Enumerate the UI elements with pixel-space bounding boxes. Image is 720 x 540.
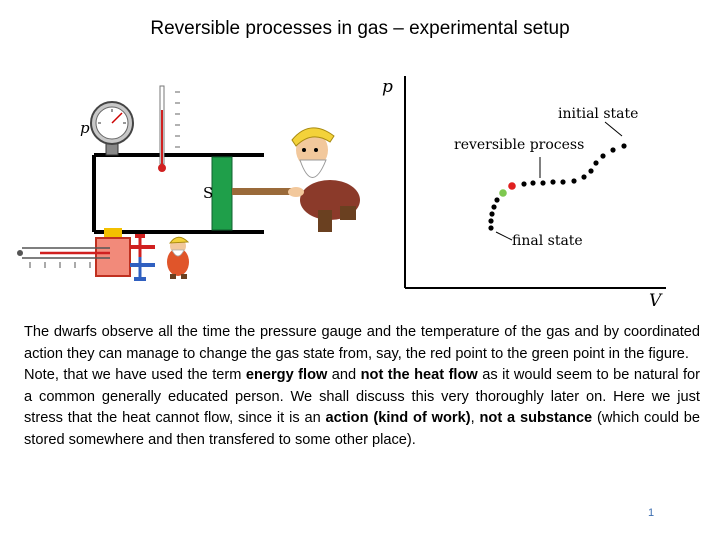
cold-valve-icon — [130, 257, 155, 281]
piston-label: S — [203, 184, 213, 202]
process-dot — [593, 160, 599, 166]
heat-reservoir — [95, 237, 131, 277]
v-axis-label: V — [649, 291, 663, 311]
paragraph-1: The dwarfs observe all the time the pres… — [24, 324, 700, 362]
process-dot — [571, 178, 577, 184]
pv-diagram: p V initial state reversible process fin… — [382, 76, 666, 311]
thermometer-horizontal-icon — [17, 247, 110, 268]
process-dot — [600, 153, 606, 159]
body-text: The dwarfs observe all the time the pres… — [24, 322, 700, 451]
process-dot — [550, 179, 556, 185]
red-point — [508, 182, 516, 190]
label-final-state: final state — [512, 233, 583, 249]
green-point — [499, 189, 507, 197]
term-action: action (kind of work) — [325, 410, 471, 426]
process-dot — [540, 180, 546, 186]
term-not-heat-flow: not the heat flow — [360, 367, 478, 383]
process-curve — [488, 143, 627, 231]
pressure-gauge-icon — [90, 101, 134, 156]
page-number: 1 — [648, 507, 655, 519]
arrow-final — [495, 231, 513, 241]
process-dot — [494, 197, 500, 203]
label-initial-state: initial state — [558, 106, 638, 122]
process-dot — [491, 204, 497, 210]
process-dot — [530, 180, 536, 186]
piston — [211, 156, 233, 231]
paragraph-2: Note, that we have used the term energy … — [24, 367, 701, 448]
slide-title: Reversible processes in gas – experiment… — [150, 18, 570, 39]
process-dot — [588, 168, 594, 174]
term-not-substance: not a substance — [479, 410, 593, 426]
p-axis-label: p — [382, 77, 393, 97]
process-dot — [621, 143, 627, 149]
process-dot — [560, 179, 566, 185]
small-dwarf-icon — [167, 236, 190, 279]
gauge-label: p — [80, 119, 90, 137]
arrow-initial — [604, 121, 623, 137]
process-dot — [610, 147, 616, 153]
process-dot — [521, 181, 527, 187]
experiment-figure: p S — [17, 76, 666, 311]
thermometer-vertical-icon — [158, 85, 180, 172]
process-dot — [489, 211, 495, 217]
process-dot — [488, 225, 494, 231]
hot-valve-icon — [130, 234, 155, 257]
process-dot — [581, 174, 587, 180]
process-dot — [488, 218, 494, 224]
apparatus: p S — [17, 85, 360, 281]
term-energy-flow: energy flow — [245, 367, 328, 383]
piston-rod — [232, 188, 294, 195]
dwarf-pushing-icon — [288, 127, 360, 232]
label-reversible-process: reversible process — [454, 137, 584, 153]
reservoir-top — [104, 228, 122, 238]
